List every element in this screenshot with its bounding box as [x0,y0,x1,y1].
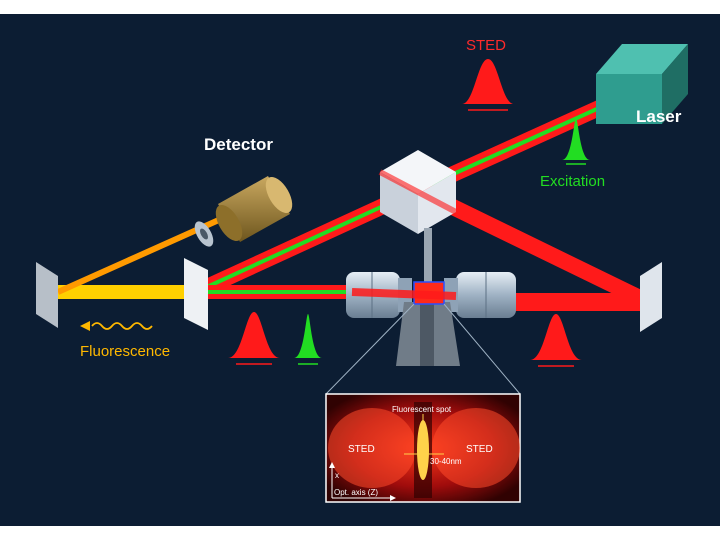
beam-splitter-cube [378,150,458,234]
fluorescence-arrow-icon [80,321,90,331]
fluorescence-label: Fluorescence [80,343,170,360]
zoom-line-right [443,303,521,395]
detector [215,176,293,242]
inset-axis-x-label: x [335,471,339,480]
sted-pulse-top-icon [462,59,514,104]
detector-pinhole [194,221,214,247]
inset-axis-horizontal-arrow-icon [390,495,396,501]
zoom-line-left [325,303,415,395]
inset-axis-vertical-arrow-icon [329,462,335,468]
sted-pulse-right-icon [530,314,582,360]
laser-label: Laser [636,107,682,126]
excitation-label: Excitation [540,173,605,190]
inset-optical-axis-label: Opt. axis (Z) [334,488,378,497]
sted-beam-focus [351,288,457,300]
sample-stage [396,228,460,366]
dichroic-mirror-left [184,258,208,330]
sted-microscope-diagram: Laser STED Excitation Detector [0,14,720,526]
right-mirror [640,262,662,332]
left-mirror [36,262,58,328]
detector-label: Detector [204,135,273,154]
sted-top-label: STED [466,37,506,54]
sted-pulse-left-icon [228,312,280,358]
focus-inset: Fluorescent spot STED STED 30-40nm x Opt… [325,393,521,503]
excitation-pulse-left-icon [294,314,322,358]
inset-sted-left-label: STED [348,444,375,455]
inset-sted-right-label: STED [466,444,493,455]
inset-sted-lobe-right [432,408,520,488]
fluorescent-spot-marker [417,420,429,480]
inset-sted-lobe-left [328,408,416,488]
excitation-pulse-icon [562,118,590,160]
inset-fluorescent-spot-label: Fluorescent spot [392,405,452,414]
fluorescence-wave-icon [91,322,153,330]
sted-beam-cube-to-right-mirror [414,182,652,310]
laser-source [596,44,688,124]
inset-size-label: 30-40nm [430,457,462,466]
